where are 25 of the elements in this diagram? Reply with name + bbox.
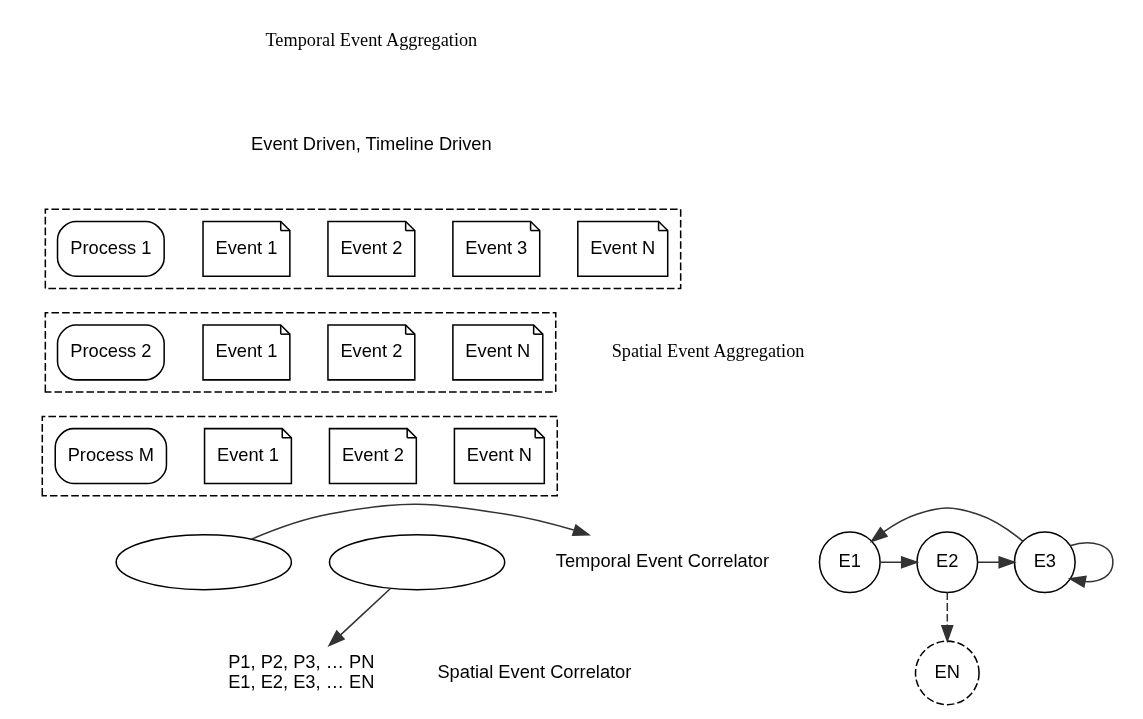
arrow xyxy=(1067,542,1114,588)
label: Event Driven, Timeline Driven xyxy=(251,132,492,154)
cluster xyxy=(44,208,682,290)
node-circle: E1 xyxy=(818,531,881,594)
cluster xyxy=(44,312,557,393)
node-circle: E2 xyxy=(916,531,979,594)
arrow xyxy=(327,587,391,647)
node-box: Process 2 xyxy=(56,324,165,381)
node-box: Process M xyxy=(54,427,168,485)
arrow xyxy=(977,555,1017,569)
label: Spatial Event Aggregation xyxy=(611,341,805,362)
node-text: P1, P2, P3, … PN E1, E2, E3, … EN xyxy=(228,650,375,692)
cluster xyxy=(41,415,558,497)
node-ellipse xyxy=(115,534,293,591)
node-ellipse xyxy=(328,534,506,591)
arrow xyxy=(869,507,1024,543)
label: Temporal Event Aggregation xyxy=(265,30,478,51)
node-circle: EN xyxy=(914,640,980,706)
node-box: Process 1 xyxy=(56,220,165,278)
arrow xyxy=(879,555,920,569)
label: Spatial Event Correlator xyxy=(437,660,632,682)
arrow xyxy=(250,503,592,540)
node-circle: E3 xyxy=(1013,531,1076,594)
node-text: Temporal Event Correlator xyxy=(555,549,769,571)
arrow xyxy=(940,591,954,644)
